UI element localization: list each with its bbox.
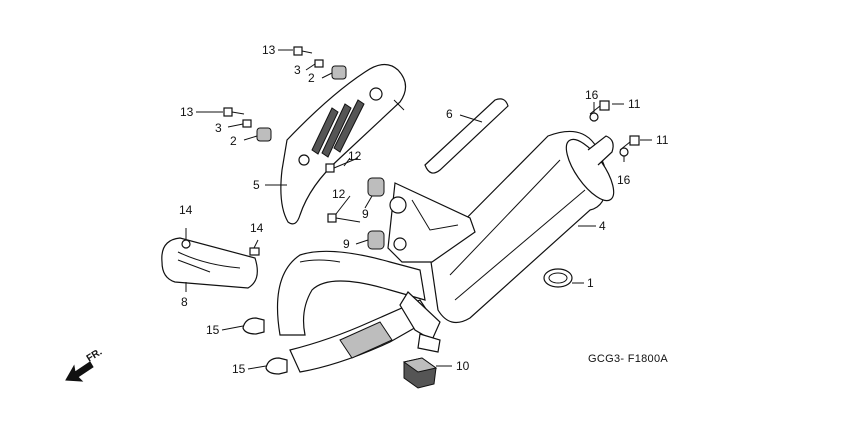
small-parts: [181, 46, 640, 389]
joint-cover: [161, 237, 258, 289]
callout-1: 1: [587, 276, 594, 290]
front-direction-indicator: FR.: [65, 347, 105, 382]
callout-4: 4: [599, 219, 606, 233]
callout-12-bottom: 12: [332, 187, 346, 201]
callout-3-left: 3: [215, 121, 222, 135]
callout-2-left: 2: [230, 134, 237, 148]
gasket: [543, 268, 573, 288]
callout-11-bottom: 11: [656, 133, 669, 147]
heat-protector: [280, 63, 407, 225]
leader-lines: [185, 49, 652, 370]
callout-9-top: 9: [362, 207, 369, 221]
diagram-code: GCG3- F1800A: [588, 353, 668, 365]
callout-12-top: 12: [348, 149, 362, 163]
front-direction-label: FR.: [85, 347, 105, 365]
callout-2-top: 2: [308, 71, 315, 85]
callout-16-bottom: 16: [617, 173, 631, 187]
callout-15-bottom: 15: [232, 362, 246, 376]
callout-labels: 13 3 2 13 3 2 5 6 12 12 9 9 14 14 8 15 1…: [179, 43, 669, 376]
callout-13-top: 13: [262, 43, 276, 57]
callout-16-top: 16: [585, 88, 599, 102]
front-arrow-icon: [65, 361, 94, 382]
callout-14-right: 14: [250, 221, 264, 235]
callout-6: 6: [446, 107, 453, 121]
callout-3-top: 3: [294, 63, 301, 77]
callout-10: 10: [456, 359, 470, 373]
callout-8: 8: [181, 295, 188, 309]
exhaust-pipe: [276, 250, 441, 373]
callout-11-top: 11: [628, 97, 641, 111]
callout-13-left: 13: [180, 105, 194, 119]
muffler: [429, 130, 615, 324]
callout-15-top: 15: [206, 323, 220, 337]
callout-5: 5: [253, 178, 260, 192]
protector-band: [424, 98, 509, 174]
callout-9-bottom: 9: [343, 237, 350, 251]
callout-14-left: 14: [179, 203, 193, 217]
muffler-bracket: [387, 182, 476, 263]
